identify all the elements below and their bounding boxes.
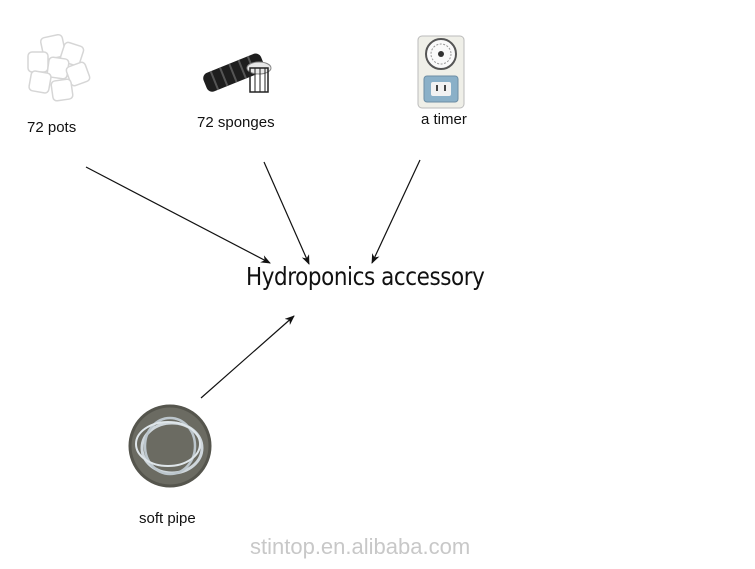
arrow-timer-to-center xyxy=(371,159,421,264)
arrow-sponges-to-center xyxy=(263,161,310,265)
coiled-soft-pipe-icon xyxy=(128,404,212,488)
arrow-pots-to-center xyxy=(85,166,271,264)
watermark-text: stintop.en.alibaba.com xyxy=(250,534,471,559)
mechanical-timer-socket-icon xyxy=(417,35,465,109)
item-label-pots: 72 pots xyxy=(27,119,77,136)
item-label-timer: a timer xyxy=(421,111,467,128)
item-label-pipe: soft pipe xyxy=(139,510,196,527)
white-pots-icon xyxy=(27,33,91,102)
item-label-sponges: 72 sponges xyxy=(197,114,275,131)
black-net-pot-sponges-icon xyxy=(203,53,272,93)
arrow-pipe-to-center xyxy=(200,315,295,399)
center-node-title: Hydroponics accessory xyxy=(246,262,485,291)
